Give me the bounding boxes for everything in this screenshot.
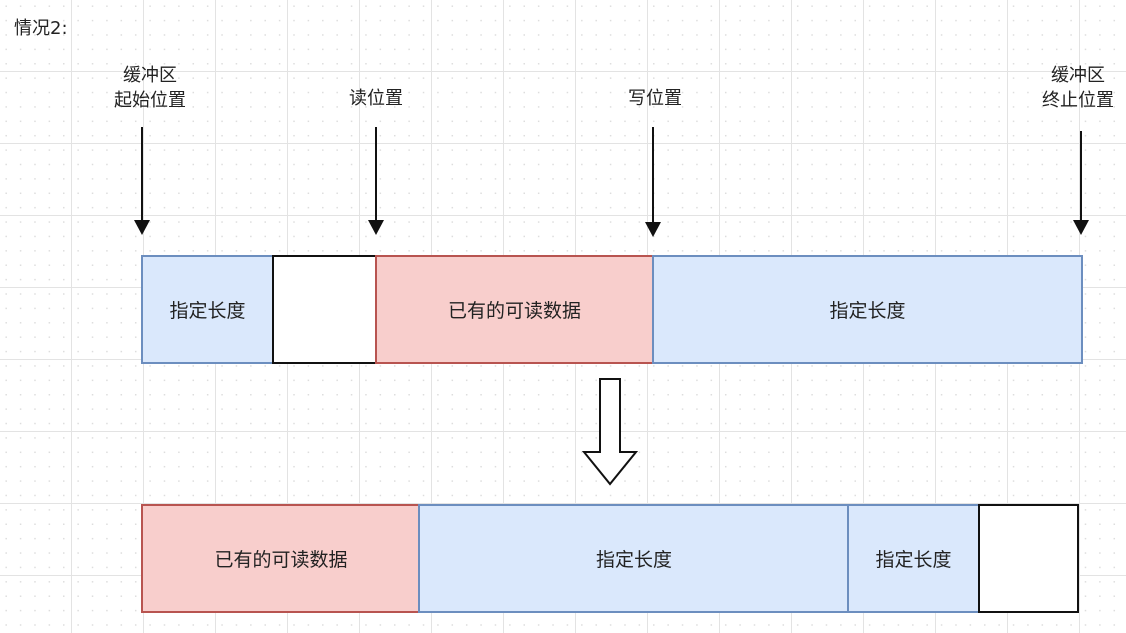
before-seg-readable-data: 已有的可读数据: [375, 255, 654, 364]
arrow-write-position: [645, 127, 661, 237]
after-seg-specified-length-2: 指定长度: [847, 504, 980, 613]
arrow-buffer-end: [1073, 131, 1089, 235]
arrow-read-position: [368, 127, 384, 235]
label-read-position-text: 读位置: [349, 88, 403, 109]
label-buffer-start: 缓冲区 起始位置: [114, 63, 186, 113]
label-read-position: 读位置: [349, 86, 403, 111]
before-seg-specified-length-2: 指定长度: [652, 255, 1083, 364]
label-write-position-text: 写位置: [628, 88, 682, 109]
arrow-buffer-start: [134, 127, 150, 235]
label-buffer-start-line2: 起始位置: [114, 90, 186, 111]
after-seg-readable-data: 已有的可读数据: [141, 504, 421, 613]
after-seg-empty: [978, 504, 1079, 613]
before-seg-specified-length-1: 指定长度: [141, 255, 274, 364]
label-write-position: 写位置: [628, 86, 682, 111]
after-seg-specified-length-1: 指定长度: [418, 504, 850, 613]
before-seg-empty: [272, 255, 377, 364]
label-buffer-end-line1: 缓冲区: [1051, 65, 1105, 86]
diagram-title: 情况2:: [14, 18, 68, 39]
label-buffer-start-line1: 缓冲区: [123, 65, 177, 86]
transition-arrow: [581, 378, 639, 486]
label-buffer-end-line2: 终止位置: [1042, 90, 1114, 111]
label-buffer-end: 缓冲区 终止位置: [1042, 63, 1114, 113]
